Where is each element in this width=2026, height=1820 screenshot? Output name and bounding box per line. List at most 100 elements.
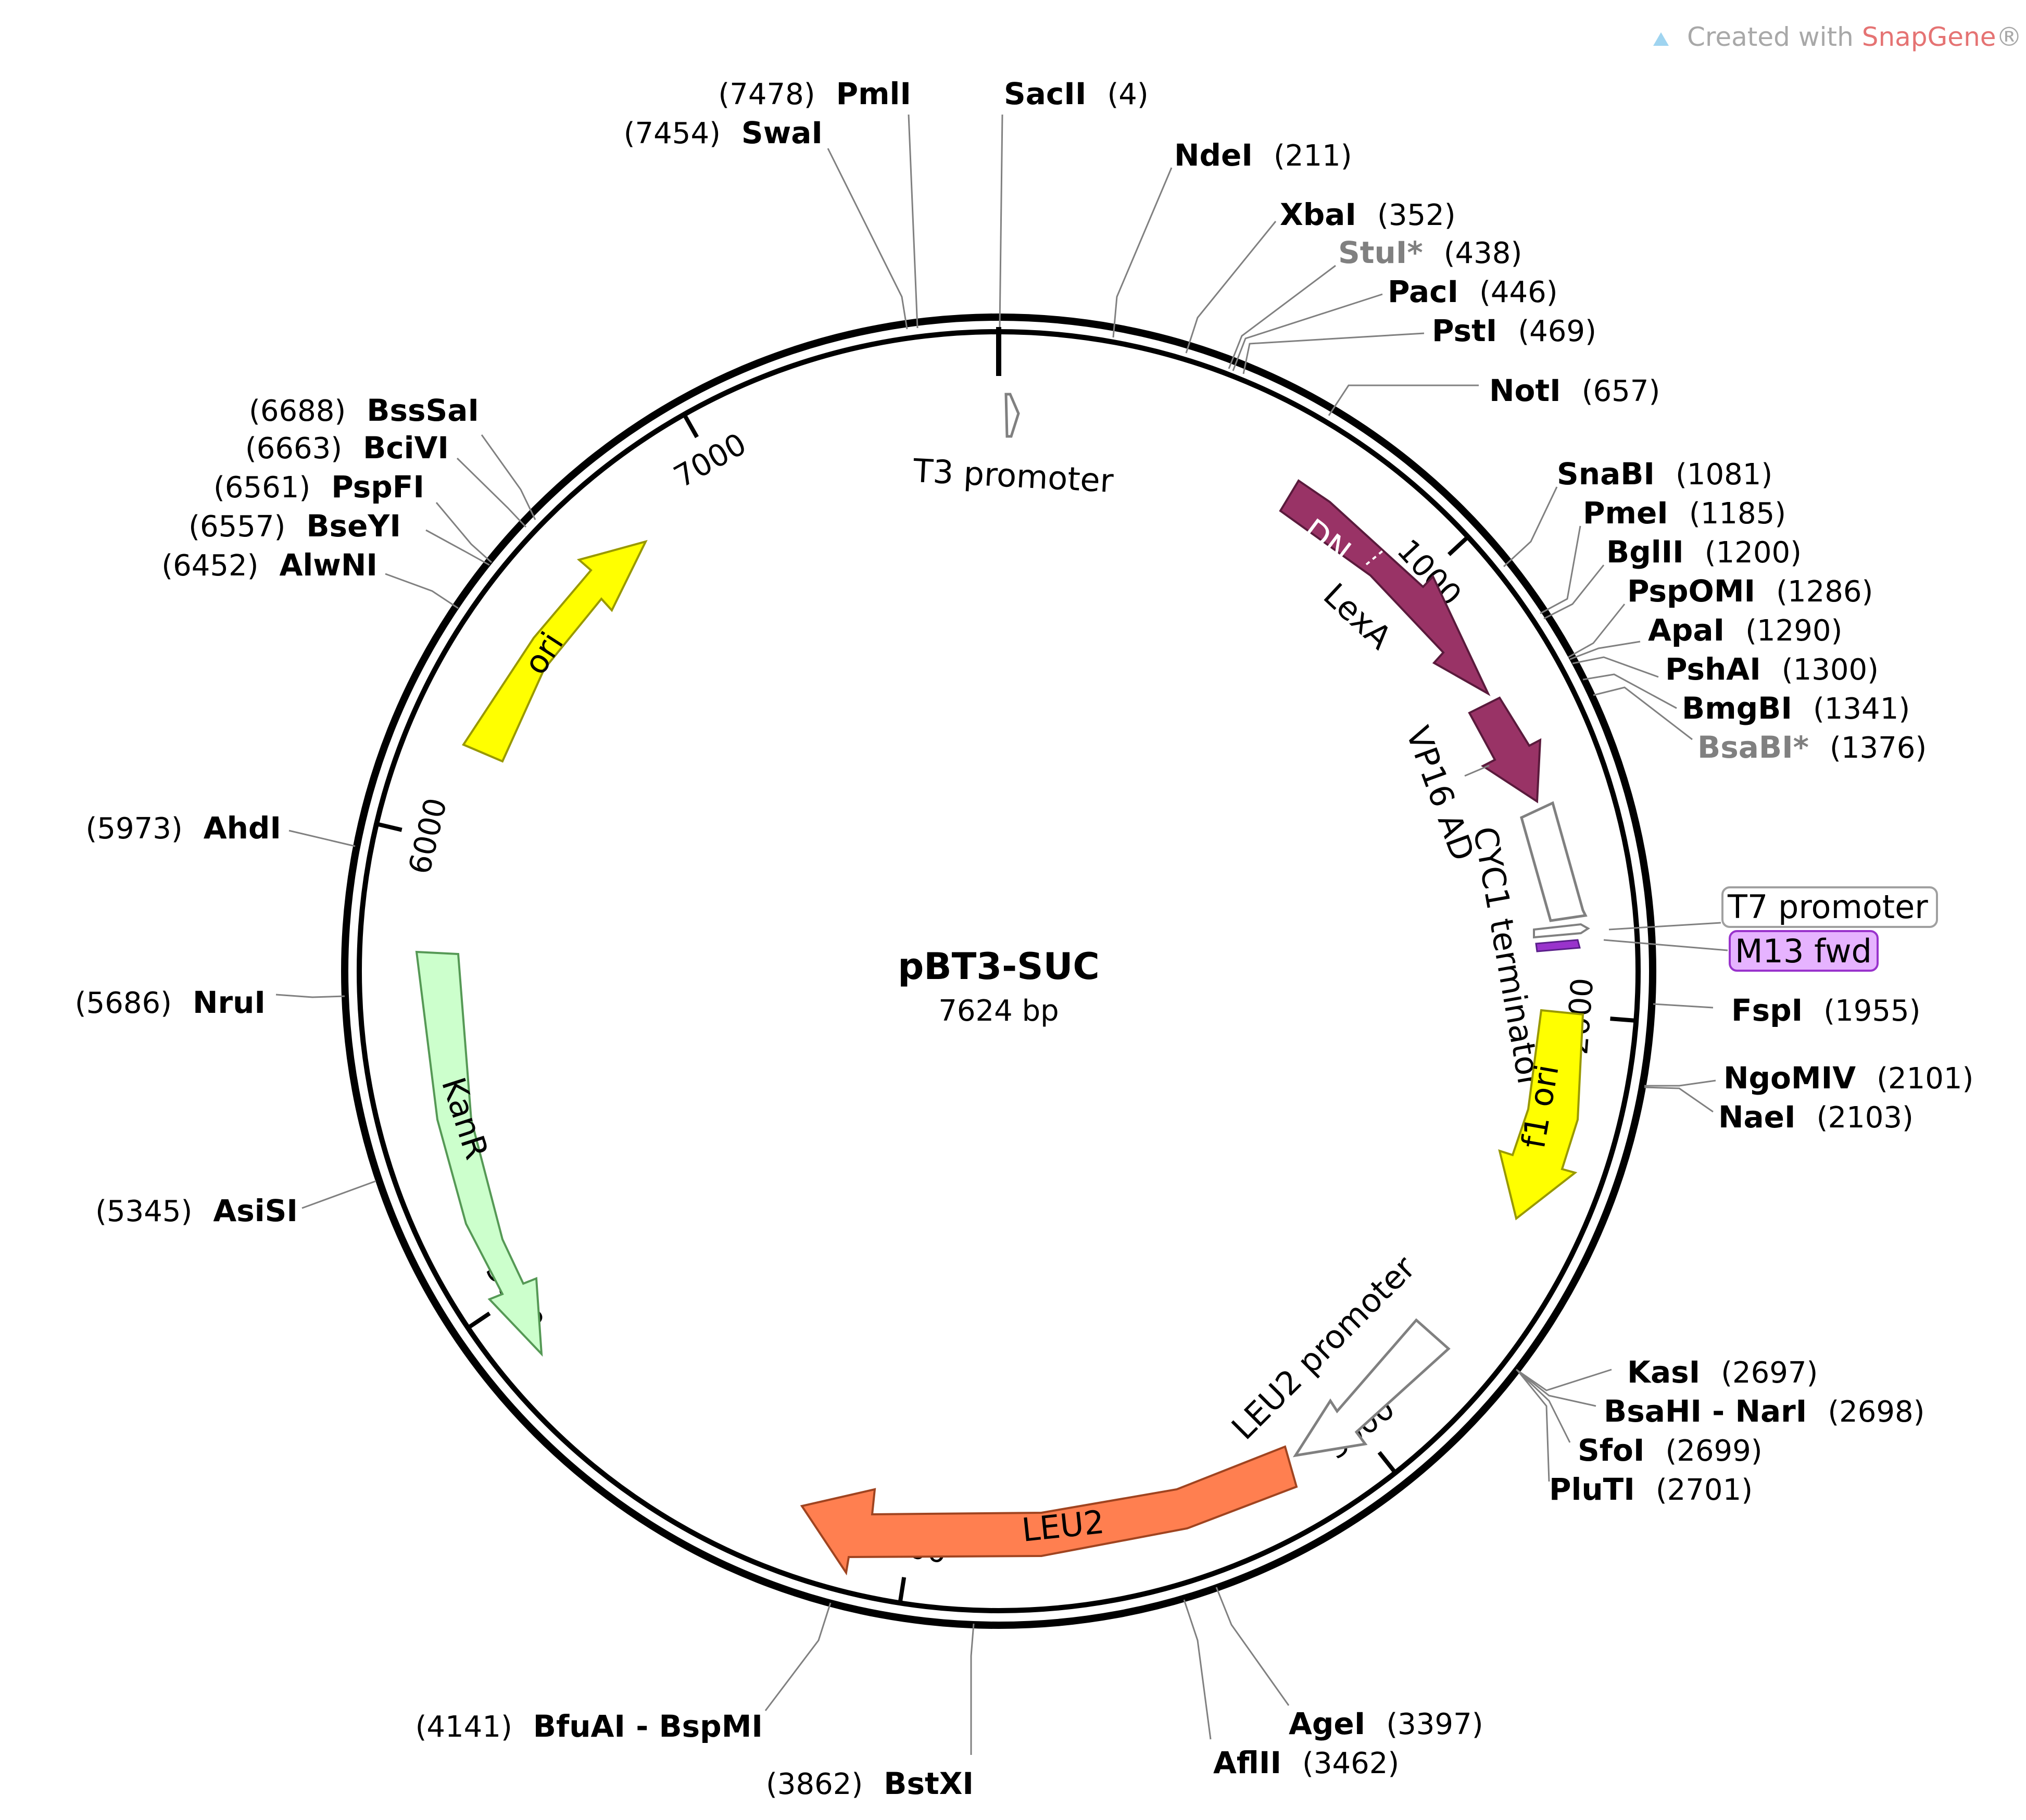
plasmid-name: pBT3-SUC xyxy=(898,945,1100,988)
site-name: StuI* xyxy=(1338,235,1423,270)
site-name: BsaHI - NarI xyxy=(1604,1394,1807,1429)
site-name: AflII xyxy=(1213,1745,1281,1780)
svg-text:(5345)AsiSI: (5345)AsiSI xyxy=(95,1193,298,1228)
site-leader xyxy=(764,1602,832,1711)
site-bglii[interactable]: BglII(1200) xyxy=(1543,534,1802,620)
site-aflii[interactable]: AflII(3462) xyxy=(1183,1599,1399,1780)
site-leader xyxy=(1582,673,1677,709)
site-name: NgoMIV xyxy=(1723,1060,1856,1096)
site-bseyi[interactable]: (6557)BseYI xyxy=(188,508,490,566)
feature-t3-promoter[interactable]: T3 promoter xyxy=(912,393,1115,500)
site-sacii[interactable]: SacII(4) xyxy=(999,76,1149,328)
feature-ori[interactable]: ori xyxy=(462,539,648,763)
site-name: PspOMI xyxy=(1627,573,1755,609)
svg-text:BsaBI*(1376): BsaBI*(1376) xyxy=(1697,730,1927,765)
site-position: (1286) xyxy=(1776,575,1873,609)
site-kasi[interactable]: KasI(2697) xyxy=(1516,1354,1818,1391)
site-alwni[interactable]: (6452)AlwNI xyxy=(161,547,459,609)
site-ahdi[interactable]: (5973)AhdI xyxy=(86,810,356,847)
svg-text:(6663)BciVI: (6663)BciVI xyxy=(245,430,449,466)
site-ngomiv[interactable]: NgoMIV(2101) xyxy=(1644,1060,1973,1096)
site-position: (6452) xyxy=(161,549,258,583)
site-bstxi[interactable]: (3862)BstXI xyxy=(766,1623,975,1801)
site-leader xyxy=(1112,167,1173,338)
site-leader xyxy=(1572,656,1659,678)
lexa-arrow xyxy=(1279,479,1491,696)
svg-text:PshAI(1300): PshAI(1300) xyxy=(1665,651,1879,687)
t7-label-box xyxy=(1721,886,1938,928)
svg-text:(7478)PmlI: (7478)PmlI xyxy=(718,76,911,111)
site-position: (2699) xyxy=(1665,1434,1762,1468)
feature-leu2-promoter[interactable]: LEU2 promoter xyxy=(1224,1248,1451,1458)
site-snabi[interactable]: SnaBI(1081) xyxy=(1503,456,1772,568)
tick-mark xyxy=(1610,1016,1637,1023)
site-pmli[interactable]: (7478)PmlI xyxy=(718,76,918,329)
svg-text:PacI(446): PacI(446) xyxy=(1388,274,1558,309)
site-leader xyxy=(1568,604,1626,658)
site-ndei[interactable]: NdeI(211) xyxy=(1112,137,1352,338)
svg-text:BmgBI(1341): BmgBI(1341) xyxy=(1682,691,1910,726)
feature-kanr[interactable]: KanR xyxy=(415,950,543,1357)
backbone-outer-ring xyxy=(341,313,1656,1629)
site-name: BseYI xyxy=(306,508,401,544)
site-xbai[interactable]: XbaI(352) xyxy=(1185,197,1456,354)
site-position: (1955) xyxy=(1823,994,1920,1028)
feature-leu2[interactable]: LEU2 xyxy=(800,1445,1298,1576)
site-stui[interactable]: StuI*(438) xyxy=(1228,235,1522,369)
svg-text:(4141)BfuAI - BspMI: (4141)BfuAI - BspMI xyxy=(416,1709,763,1744)
svg-text:PluTI(2701): PluTI(2701) xyxy=(1549,1472,1753,1507)
svg-text:PmeI(1185): PmeI (1185) xyxy=(1583,495,1786,531)
site-pluti[interactable]: PluTI(2701) xyxy=(1518,1372,1753,1507)
site-apai[interactable]: ApaI(1290) xyxy=(1569,612,1842,660)
site-paci[interactable]: PacI(446) xyxy=(1232,274,1558,371)
site-position: (7454) xyxy=(624,117,721,150)
site-name: PshAI xyxy=(1665,651,1761,687)
site-naei[interactable]: NaeI(2103) xyxy=(1644,1086,1914,1135)
svg-text:NgoMIV(2101): NgoMIV(2101) xyxy=(1723,1060,1973,1096)
site-bsssai[interactable]: (6688)BssSaI xyxy=(249,393,536,520)
site-bsahi-nari[interactable]: BsaHI - NarI (2698) xyxy=(1517,1370,1925,1429)
site-name: SfoI xyxy=(1578,1433,1644,1468)
backbone xyxy=(341,313,1656,1629)
site-nrui[interactable]: (5686)NruI xyxy=(75,985,345,1020)
site-name: BstXI xyxy=(884,1766,974,1801)
site-leader xyxy=(1644,1080,1716,1087)
site-position: (4) xyxy=(1107,78,1148,111)
site-swai[interactable]: (7454)SwaI xyxy=(624,115,908,330)
site-bfuai-bspmi[interactable]: (4141)BfuAI - BspMI xyxy=(416,1602,832,1744)
site-position: (1185) xyxy=(1689,497,1786,531)
site-position: (1290) xyxy=(1745,614,1842,648)
svg-text:Created with SnapGene®: Created with SnapGene® xyxy=(1687,22,2022,52)
feature-m13-fwd[interactable]: M13 fwd xyxy=(1535,930,1879,972)
site-position: (2698) xyxy=(1828,1395,1924,1429)
site-psti[interactable]: PstI(469) xyxy=(1242,313,1596,374)
site-name: PmeI xyxy=(1583,495,1668,531)
t7-leader xyxy=(1608,922,1721,931)
site-position: (5686) xyxy=(75,986,172,1020)
site-sfoi[interactable]: SfoI (2699) xyxy=(1517,1371,1763,1468)
tick-mark xyxy=(376,822,402,832)
site-bcivi[interactable]: (6663)BciVI xyxy=(245,430,527,528)
site-leader xyxy=(288,830,356,847)
site-pshai[interactable]: PshAI(1300) xyxy=(1572,651,1879,687)
feature-t7-promoter[interactable]: T7 promoter xyxy=(1533,886,1938,939)
site-bmgbi[interactable]: BmgBI(1341) xyxy=(1582,673,1910,726)
site-pspomi[interactable]: PspOMI (1286) xyxy=(1568,573,1873,658)
site-fspi[interactable]: FspI(1955) xyxy=(1653,993,1920,1028)
tick-mark xyxy=(467,1311,491,1330)
site-name: BssSaI xyxy=(367,393,479,428)
site-pspfi[interactable]: (6561)PspFI xyxy=(213,469,493,563)
leu2-arrow xyxy=(800,1445,1298,1576)
site-bsabi[interactable]: BsaBI*(1376) xyxy=(1593,686,1927,765)
site-leader xyxy=(1518,1372,1550,1482)
site-pmei[interactable]: PmeI (1185) xyxy=(1540,495,1786,614)
site-name: BfuAI - BspMI xyxy=(533,1709,763,1744)
site-asisi[interactable]: (5345)AsiSI xyxy=(95,1180,376,1228)
site-position: (2103) xyxy=(1817,1101,1914,1135)
svg-text:XbaI(352): XbaI(352) xyxy=(1280,197,1456,232)
svg-text:NdeI(211): NdeI(211) xyxy=(1174,137,1352,173)
site-leader xyxy=(1569,641,1641,660)
site-agei[interactable]: AgeI(3397) xyxy=(1215,1587,1483,1741)
t7-promoter-arrow xyxy=(1533,923,1590,939)
site-noti[interactable]: NotI(657) xyxy=(1328,373,1660,416)
